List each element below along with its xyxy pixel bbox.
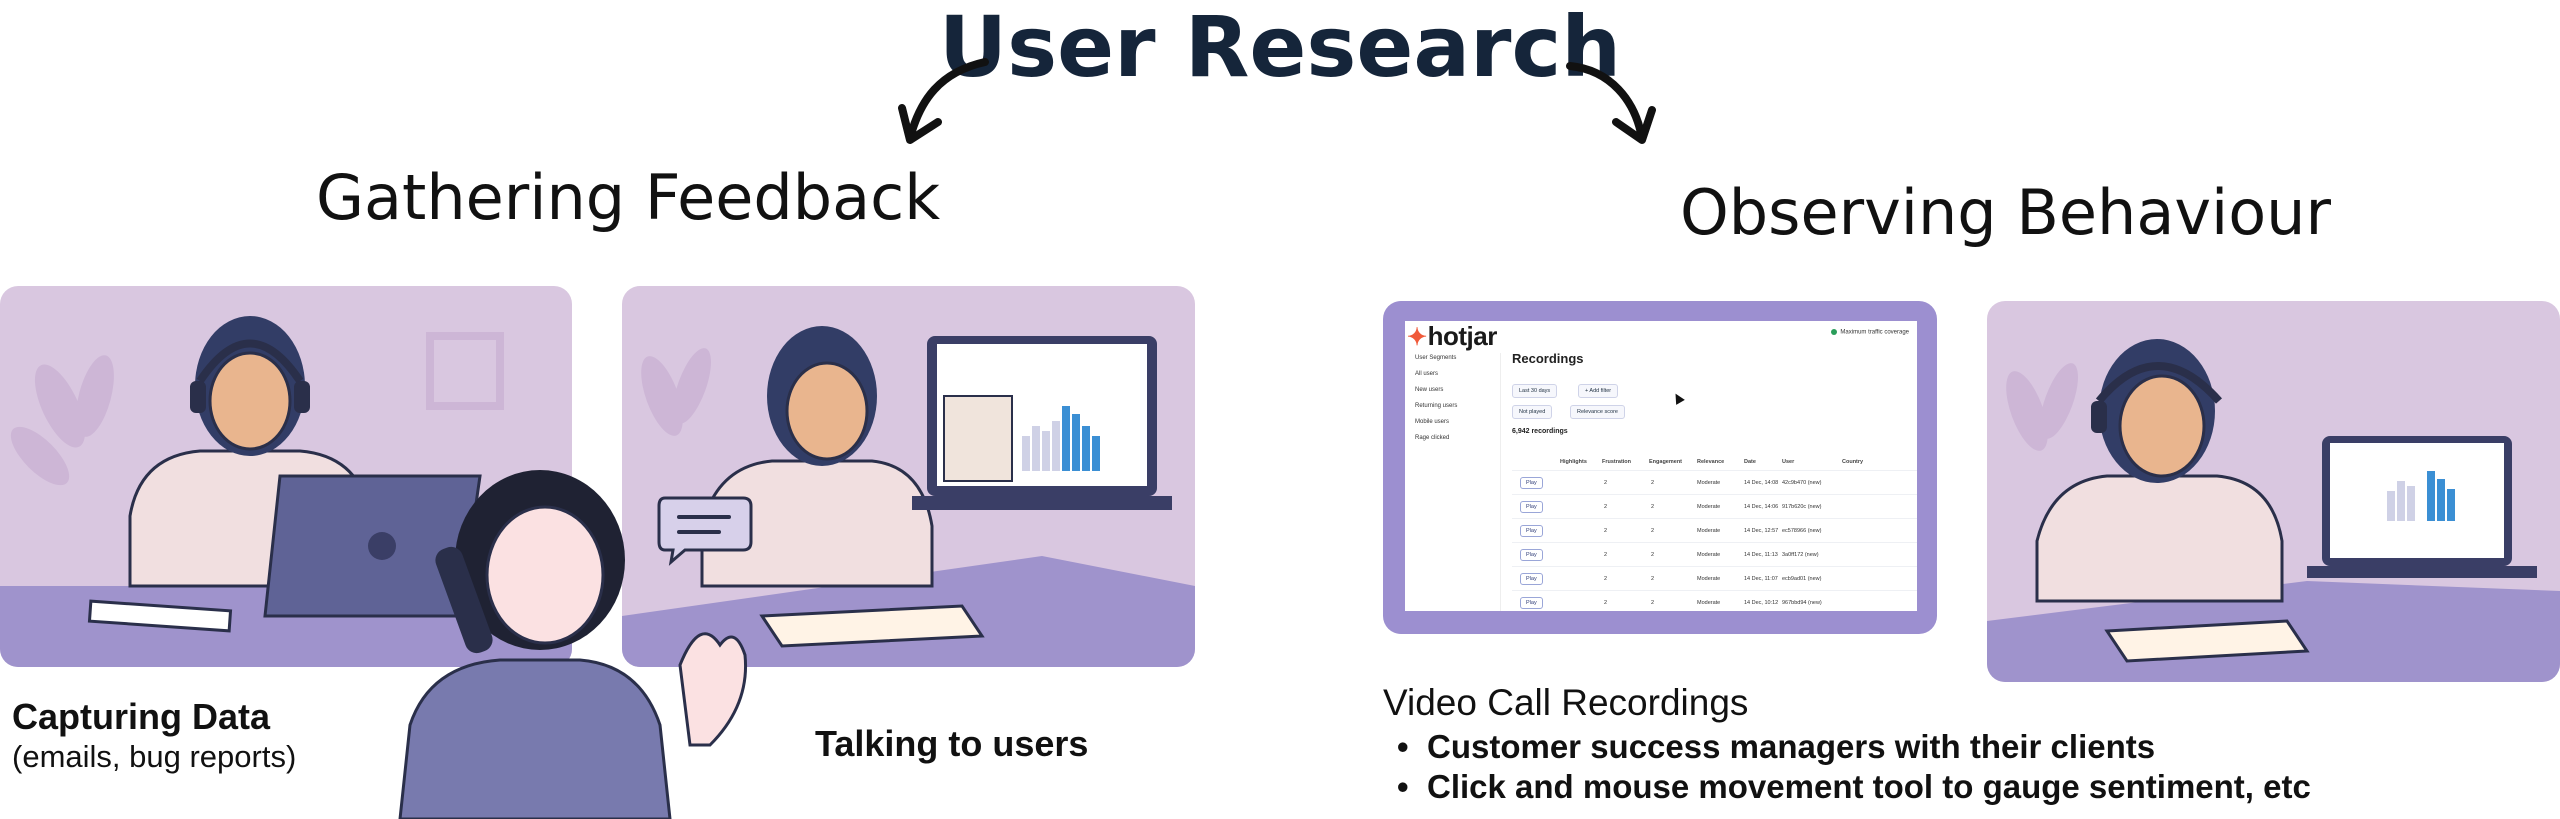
hotjar-logo: ✦hotjar [1407,321,1497,351]
caption-capturing-data: Capturing Data [12,696,271,737]
heading-observing-behaviour: Observing Behaviour [1680,176,2331,249]
table-row[interactable]: Play 2 2 Moderate 14 Dec, 11:13 3a0ff172… [1512,543,1917,567]
date-range-filter[interactable]: Last 30 days [1512,384,1558,398]
column-frustration: Frustration [1602,459,1632,465]
traffic-coverage-status: Maximum traffic coverage [1831,329,1909,336]
user-value: ec578966 (new) [1782,527,1822,534]
hotjar-flame-icon: ✦ [1407,324,1427,351]
sidebar-item-all-users[interactable]: All users [1415,371,1439,377]
caption-capturing-data-sub: (emails, bug reports) [12,739,297,774]
play-button[interactable]: Play [1520,500,1543,513]
engagement-value: 2 [1651,575,1655,582]
recordings-count: 6,942 recordings [1512,428,1568,435]
relevance-value: Moderate [1697,503,1721,510]
frustration-value: 2 [1604,503,1608,510]
relevance-value: Moderate [1697,479,1721,486]
illustration-woman-video-call [622,286,1195,667]
sidebar-item-returning-users[interactable]: Returning users [1415,403,1458,409]
table-header: Highlights Frustration Engagement Releva… [1512,454,1917,471]
column-user: User [1782,459,1795,465]
speech-bubble-icon [657,496,753,566]
caption-video-call-recordings: Video Call Recordings [1383,682,1749,723]
recordings-title: Recordings [1512,351,1584,366]
engagement-value: 2 [1651,503,1655,510]
engagement-value: 2 [1651,527,1655,534]
panel-talking-to-users [622,286,1195,667]
user-value: 917b620c (new) [1782,503,1822,510]
relevance-value: Moderate [1697,575,1721,582]
user-value: 3a0ff172 (new) [1782,551,1819,558]
add-filter-button[interactable]: + Add filter [1578,384,1619,398]
table-row[interactable]: Play 2 2 Moderate 14 Dec, 10:12 967bbd94… [1512,591,1917,611]
status-dot-icon [1831,329,1838,335]
panel-observing-video [1987,301,2560,682]
heading-gathering-feedback: Gathering Feedback [316,161,941,234]
column-engagement: Engagement [1649,459,1683,465]
mouse-cursor-icon [1671,391,1685,405]
bullet-customer-success: Customer success managers with their cli… [1383,727,2311,767]
hotjar-recordings-window: ✦hotjar Maximum traffic coverage User Se… [1405,321,1917,611]
date-value: 14 Dec, 14:08 [1744,479,1779,486]
sidebar-item-new-users[interactable]: New users [1415,387,1444,393]
play-button[interactable]: Play [1520,572,1543,585]
recordings-table: Highlights Frustration Engagement Releva… [1512,454,1917,611]
date-value: 14 Dec, 10:12 [1744,599,1779,606]
relevance-value: Moderate [1697,599,1721,606]
engagement-value: 2 [1651,479,1655,486]
curved-arrows [898,58,1656,144]
date-value: 14 Dec, 12:57 [1744,527,1779,534]
table-row[interactable]: Play 2 2 Moderate 14 Dec, 11:07 ecb9ad01… [1512,567,1917,591]
frustration-value: 2 [1604,479,1608,486]
table-row[interactable]: Play 2 2 Moderate 14 Dec, 12:57 ec578966… [1512,519,1917,543]
observing-bullets: Customer success managers with their cli… [1383,727,2311,807]
engagement-value: 2 [1651,599,1655,606]
column-relevance: Relevance [1697,459,1725,465]
date-value: 14 Dec, 11:13 [1744,551,1778,558]
not-played-filter[interactable]: Not played [1512,405,1553,419]
frustration-value: 2 [1604,551,1608,558]
play-button[interactable]: Play [1520,596,1543,609]
play-button[interactable]: Play [1520,476,1543,489]
user-value: 42c9b470 (new) [1782,479,1822,486]
play-button[interactable]: Play [1520,524,1543,537]
column-date: Date [1744,459,1756,465]
sidebar-item-rage-clicked[interactable]: Rage clicked [1415,435,1450,441]
engagement-value: 2 [1651,551,1655,558]
sidebar-item-mobile-users[interactable]: Mobile users [1415,419,1450,425]
frustration-value: 2 [1604,575,1608,582]
date-value: 14 Dec, 11:07 [1744,575,1778,582]
illustration-woman-phone-call [398,470,748,819]
table-row[interactable]: Play 2 2 Moderate 14 Dec, 14:08 42c9b470… [1512,471,1917,495]
table-row[interactable]: Play 2 2 Moderate 14 Dec, 14:06 917b620c… [1512,495,1917,519]
hotjar-sidebar: User Segments All users New users Return… [1405,353,1501,611]
frustration-value: 2 [1604,599,1608,606]
caption-talking-to-users: Talking to users [815,723,1089,764]
column-country: Country [1842,459,1864,465]
illustration-woman-watching-recording [1987,301,2560,682]
frustration-value: 2 [1604,527,1608,534]
play-button[interactable]: Play [1520,548,1543,561]
relevance-sort[interactable]: Relevance score [1570,405,1625,419]
user-value: ecb9ad01 (new) [1782,575,1822,582]
user-value: 967bbd94 (new) [1782,599,1822,606]
arrow-left-icon [898,58,989,144]
date-value: 14 Dec, 14:06 [1744,503,1779,510]
sidebar-item-user-segments[interactable]: User Segments [1415,355,1457,361]
relevance-value: Moderate [1697,527,1721,534]
arrow-right-icon [1566,62,1656,144]
relevance-value: Moderate [1697,551,1721,558]
bullet-click-mouse-tool: Click and mouse movement tool to gauge s… [1383,767,2311,807]
column-highlights: Highlights [1560,459,1587,465]
page-title: User Research [938,0,1622,96]
